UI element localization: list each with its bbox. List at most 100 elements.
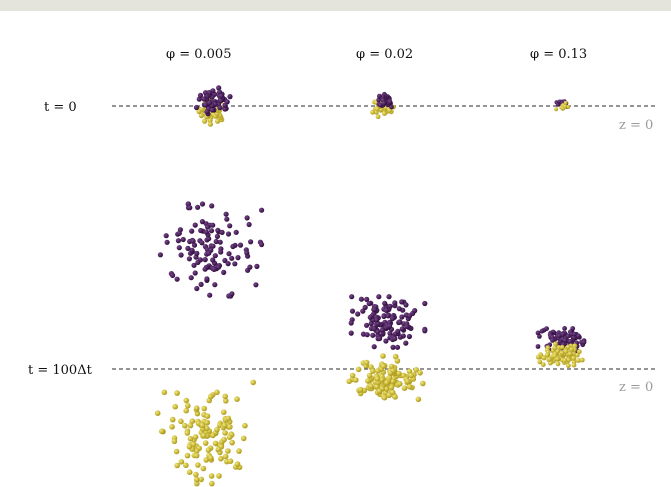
particle	[358, 296, 364, 302]
particle	[215, 446, 222, 453]
particle	[562, 357, 568, 363]
particle	[222, 106, 228, 112]
particle	[227, 94, 233, 100]
particle	[178, 252, 184, 258]
particle	[218, 98, 224, 104]
particle	[389, 389, 396, 396]
particle	[386, 294, 392, 300]
particle	[210, 243, 216, 249]
particle	[192, 222, 198, 228]
particle	[194, 285, 200, 292]
particle	[224, 216, 230, 222]
particle	[193, 452, 200, 459]
particle	[362, 304, 368, 310]
particle	[187, 435, 194, 442]
particle	[178, 459, 185, 465]
particle	[554, 107, 559, 112]
particle	[234, 396, 240, 403]
particle	[565, 344, 571, 350]
particle	[207, 117, 213, 123]
particle	[253, 282, 259, 288]
particle	[408, 372, 415, 379]
particle	[413, 367, 420, 373]
particle	[210, 432, 216, 439]
particle	[192, 270, 198, 276]
particle	[346, 378, 353, 385]
particle	[217, 105, 223, 111]
particle	[383, 307, 389, 313]
particle	[190, 441, 197, 448]
particle	[382, 111, 387, 116]
particle	[259, 207, 265, 213]
particle	[212, 282, 218, 288]
particle	[547, 356, 552, 362]
particle	[563, 104, 568, 109]
particle	[204, 109, 210, 115]
cluster-phi002-t0-purple	[376, 91, 394, 110]
particle	[396, 306, 402, 312]
particle	[412, 308, 418, 314]
particle	[374, 106, 380, 112]
particle	[579, 357, 585, 363]
particle	[381, 101, 387, 106]
particle	[225, 415, 232, 422]
particle	[212, 440, 219, 447]
particle	[229, 291, 235, 297]
particle	[539, 328, 545, 334]
particle	[219, 229, 225, 235]
particle	[203, 457, 209, 463]
particle	[193, 405, 200, 412]
particle	[535, 344, 541, 349]
particle	[209, 203, 215, 209]
particle	[206, 90, 213, 96]
particle	[175, 238, 181, 244]
particle	[556, 333, 562, 339]
plane-label-t0: z = 0	[619, 118, 653, 133]
phi-label-0.005: φ = 0.005	[166, 47, 231, 62]
particle	[223, 398, 229, 404]
particle	[186, 469, 193, 476]
particle	[415, 396, 422, 403]
particle	[562, 338, 568, 343]
particle	[379, 327, 385, 333]
particle	[357, 386, 364, 393]
particle	[235, 255, 241, 261]
particle	[401, 385, 408, 392]
particle	[199, 240, 205, 246]
particle	[196, 108, 202, 115]
particle	[202, 266, 208, 272]
particle	[403, 340, 409, 346]
particle	[173, 448, 180, 455]
top-strip	[0, 0, 671, 11]
particle	[555, 356, 560, 362]
particle	[366, 372, 373, 379]
particle	[374, 317, 380, 323]
particle	[206, 236, 212, 242]
particle	[161, 389, 168, 396]
particle	[567, 339, 573, 344]
particle	[552, 345, 558, 351]
particle	[212, 253, 218, 259]
particle	[360, 308, 366, 314]
particle	[562, 326, 567, 331]
particle	[215, 227, 221, 233]
particle	[214, 426, 220, 433]
particle	[246, 221, 252, 228]
particle	[576, 349, 582, 355]
particle	[383, 338, 389, 344]
particle	[207, 292, 213, 298]
particle	[355, 366, 362, 373]
particle	[183, 407, 189, 414]
particle	[555, 102, 560, 107]
particle	[581, 339, 587, 345]
particle	[404, 323, 410, 329]
particle	[194, 480, 200, 487]
particle	[387, 370, 394, 376]
particle	[185, 245, 191, 251]
particle	[213, 238, 219, 245]
particle	[229, 439, 235, 446]
particle	[191, 262, 197, 268]
particle	[370, 332, 376, 338]
cluster-phi0005-t100-purple	[157, 201, 265, 299]
particle	[210, 257, 216, 263]
